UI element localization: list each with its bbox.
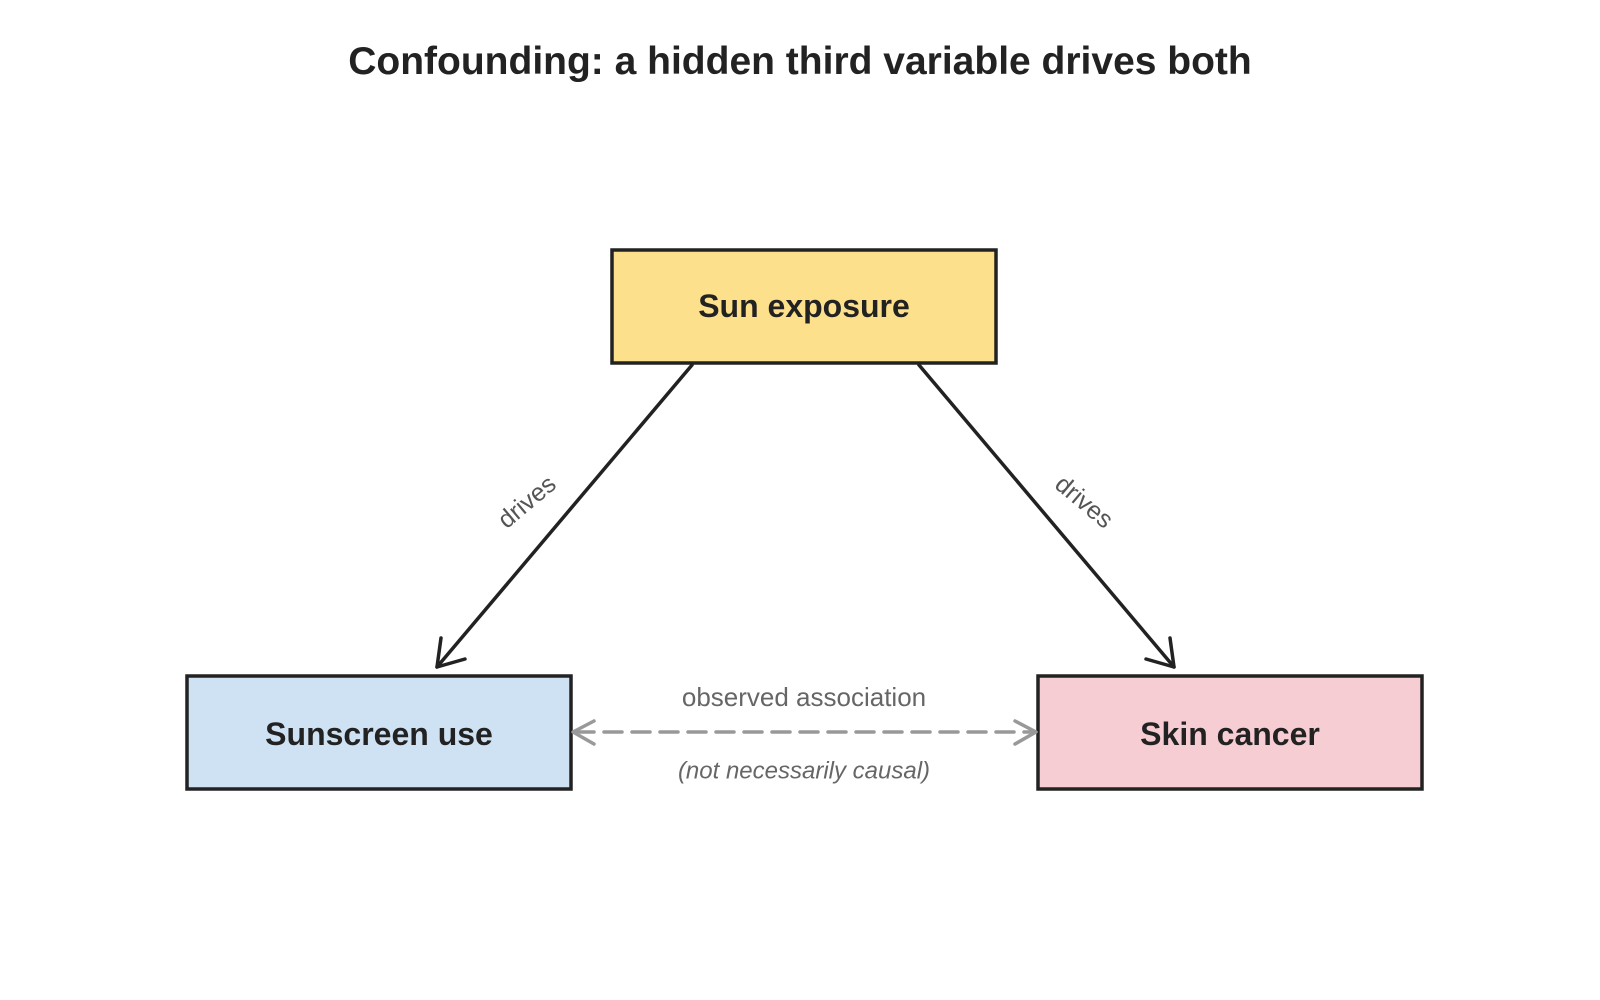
observed-association: observed association (not necessarily ca… xyxy=(571,682,1038,785)
node-skin-cancer-label: Skin cancer xyxy=(1140,716,1320,752)
association-note: (not necessarily causal) xyxy=(678,758,930,785)
node-sunscreen-use-box xyxy=(185,674,573,791)
edge-sun-to-sunscreen-arrowhead xyxy=(435,636,467,669)
edge-sun-to-skin-cancer-label: drives xyxy=(1049,470,1118,534)
edge-sun-to-skin-cancer: drives xyxy=(917,363,1176,669)
node-skin-cancer: Skin cancer xyxy=(1036,674,1424,791)
node-sun-exposure: Sun exposure xyxy=(610,248,998,365)
diagram-title: Confounding: a hidden third variable dri… xyxy=(348,40,1252,83)
node-skin-cancer-box xyxy=(1036,674,1424,791)
association-label: observed association xyxy=(682,682,926,712)
node-sunscreen-use: Sunscreen use xyxy=(185,674,573,791)
node-sun-exposure-label: Sun exposure xyxy=(698,288,910,324)
edge-sun-to-sunscreen-line xyxy=(435,363,694,669)
node-sunscreen-use-label: Sunscreen use xyxy=(265,716,493,752)
edge-sun-to-skin-cancer-arrowhead xyxy=(1144,636,1176,669)
association-left-arrowhead xyxy=(571,719,596,746)
edge-sun-to-skin-cancer-line xyxy=(917,363,1176,669)
edge-sun-to-sunscreen: drives xyxy=(435,363,694,669)
edge-sun-to-sunscreen-label: drives xyxy=(492,470,561,534)
association-right-arrowhead xyxy=(1013,719,1038,746)
node-sun-exposure-box xyxy=(610,248,998,365)
